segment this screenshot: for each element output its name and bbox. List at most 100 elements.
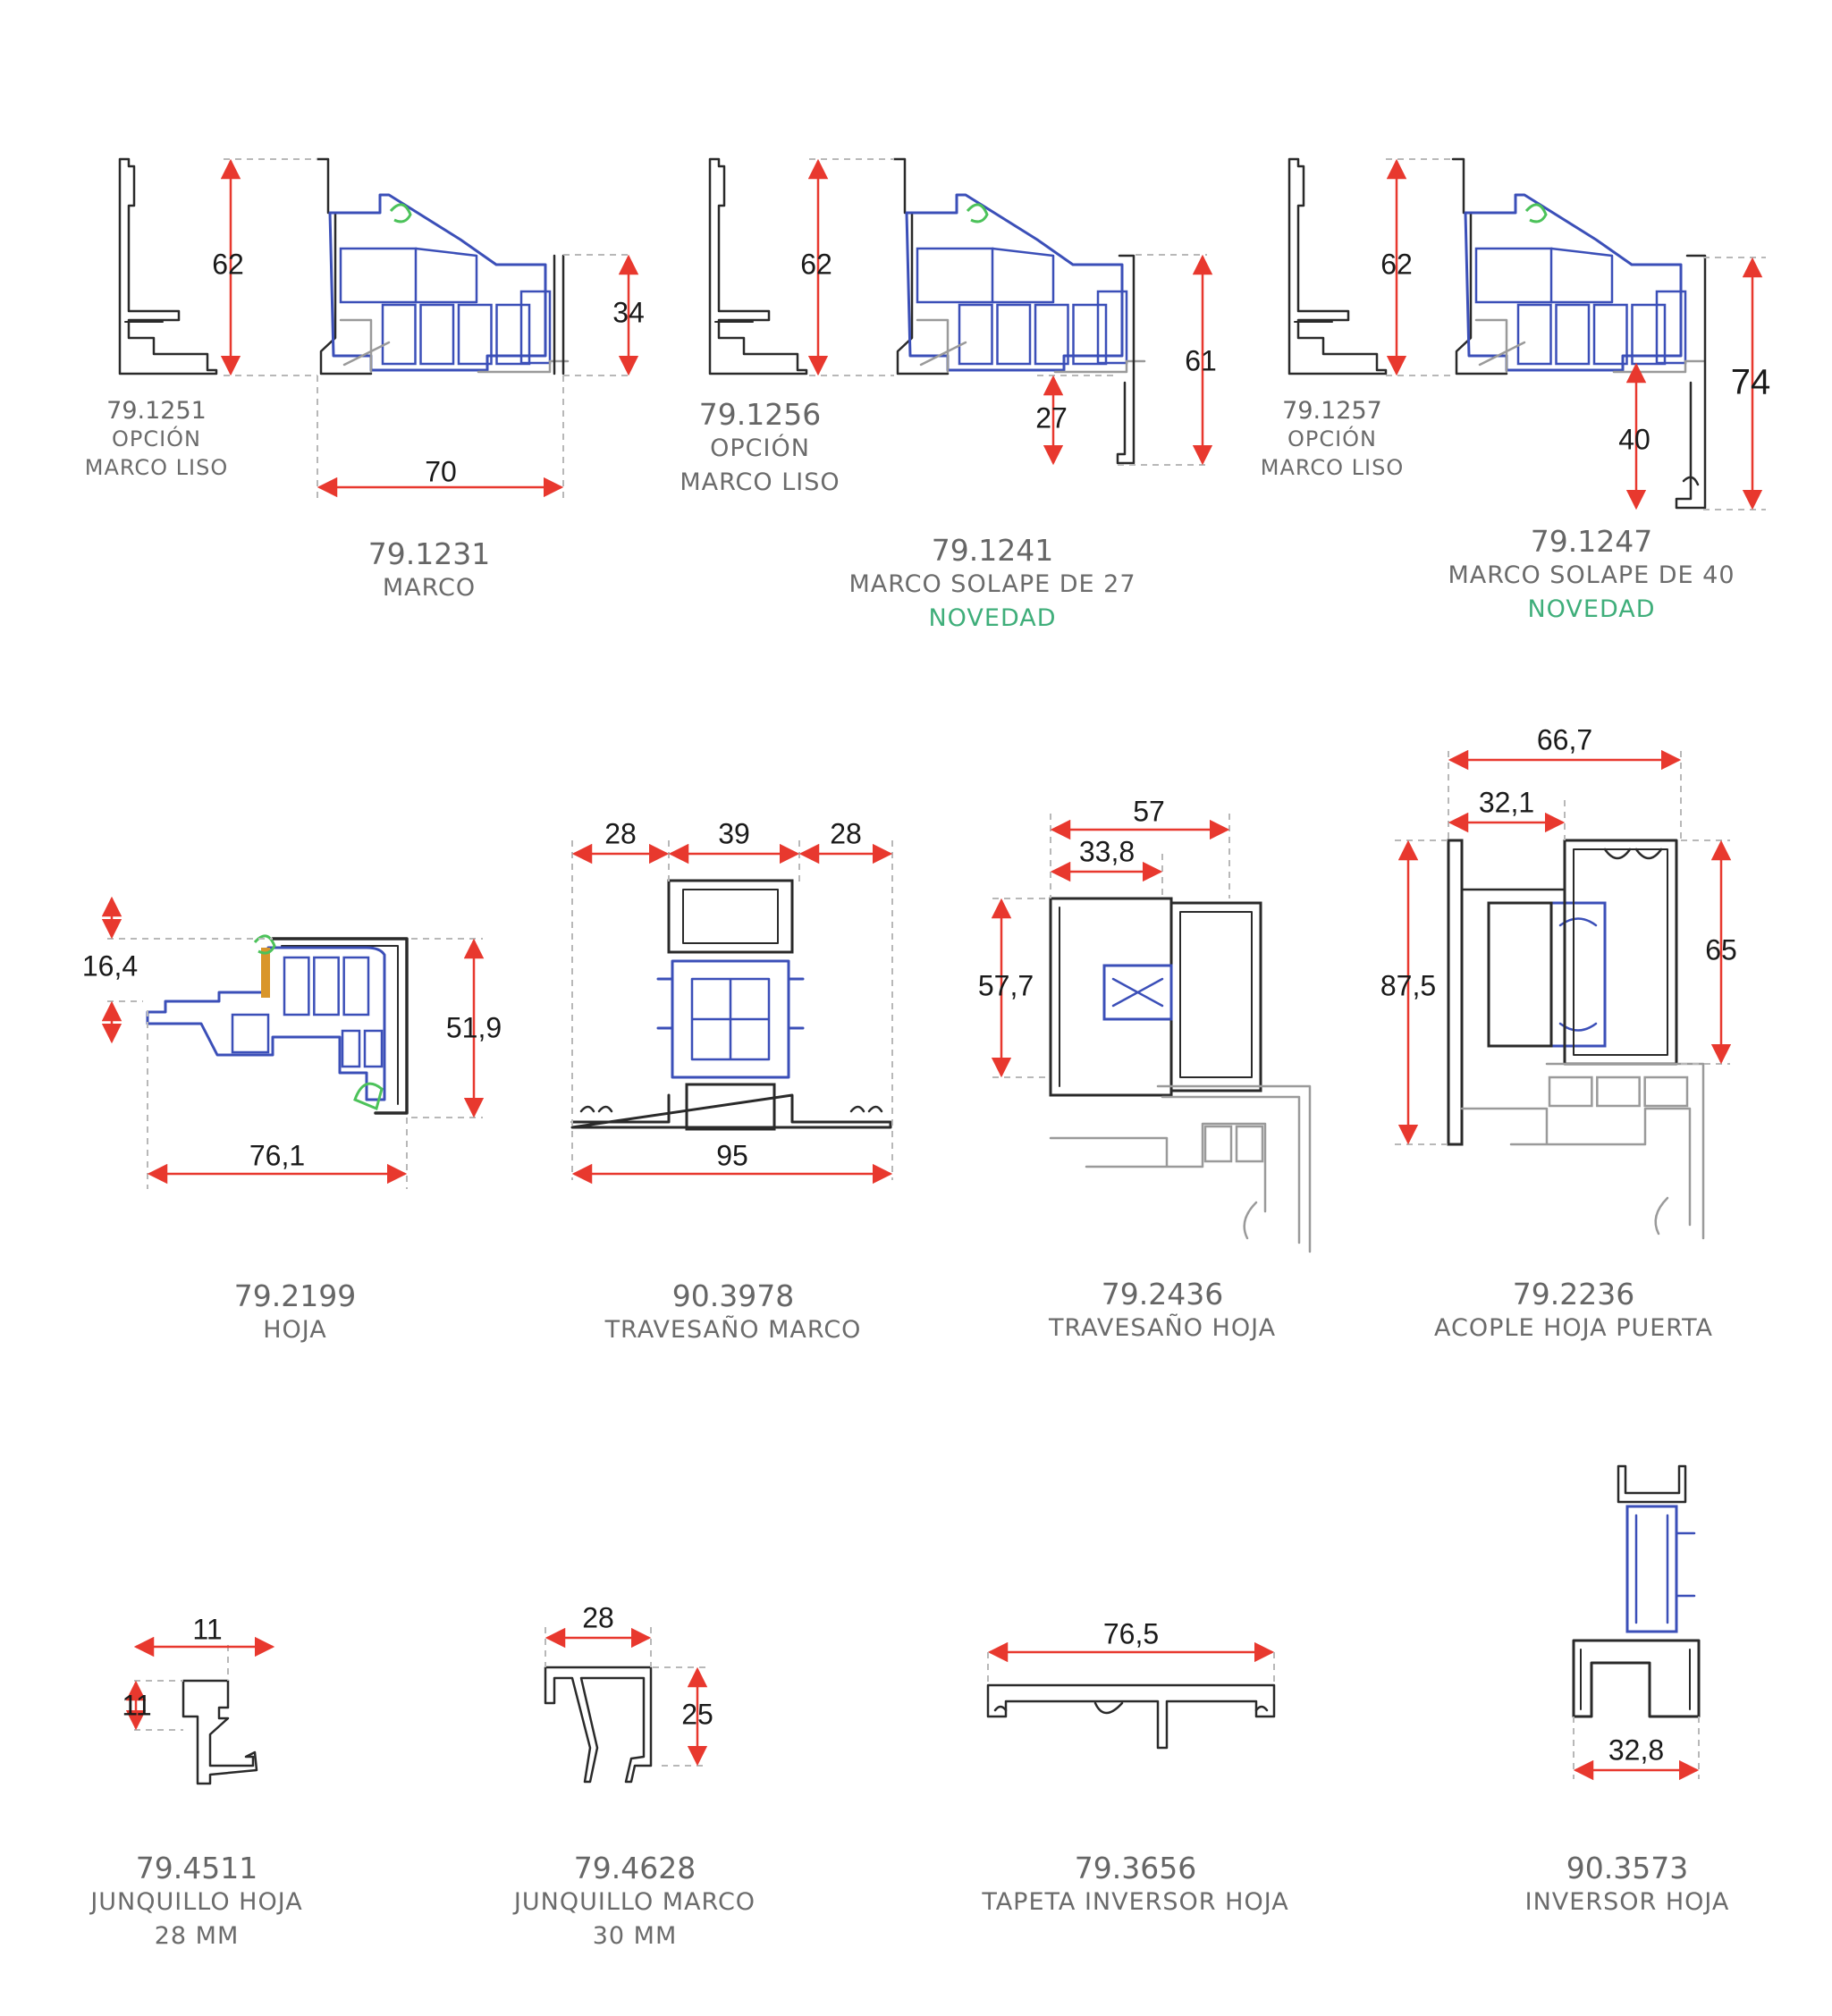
dimension-label: 11 — [122, 1689, 151, 1721]
profile-chamber — [1592, 303, 1628, 366]
profile-line — [1460, 1062, 1705, 1240]
dimension-label: 62 — [1380, 248, 1413, 280]
gasket-icon — [389, 203, 412, 224]
profile-chamber — [1096, 290, 1128, 365]
profile-line — [1451, 157, 1508, 375]
caption-79-1247: 79.1247 MARCO SOLAPE DE 40 NOVEDAD — [1422, 524, 1761, 627]
profile-line — [553, 254, 565, 375]
profile-chamber — [457, 303, 493, 366]
caption-79-2199: 79.2199 HOJA — [179, 1278, 411, 1347]
gasket-icon — [253, 934, 276, 955]
dimension-label: 66,7 — [1537, 723, 1592, 755]
caption-90-3573: 90.3573 INVERSOR HOJA — [1484, 1851, 1770, 1919]
profile-line — [1580, 1649, 1691, 1710]
profile-chamber — [1596, 1075, 1641, 1108]
profile-79-4511 — [182, 1679, 258, 1785]
profile-code: 79.3656 — [1074, 1851, 1197, 1885]
caption-79-1257: 79.1257 OPCIÓN MARCO LISO — [1238, 397, 1426, 482]
profile-code: 79.4511 — [135, 1851, 258, 1885]
profile-line — [1558, 917, 1598, 1032]
gasket-icon — [1524, 203, 1548, 224]
profile-line — [656, 977, 805, 1030]
profile-chamber — [339, 247, 418, 304]
profile-79-1256 — [708, 157, 808, 375]
dimension-label: 62 — [800, 248, 832, 280]
caption-79-2236: 79.2236 ACOPLE HOJA PUERTA — [1404, 1277, 1743, 1345]
profile-chamber — [342, 956, 370, 1016]
profile-chamber — [685, 1083, 776, 1131]
profile-code: 90.3978 — [671, 1278, 795, 1313]
profile-line — [993, 1701, 1269, 1715]
profile-79-1231 — [316, 157, 570, 375]
dimension-label: 57,7 — [978, 969, 1034, 1001]
profile-label: MARCO SOLAPE DE 40 — [1448, 561, 1735, 589]
profile-code: 79.1247 — [1530, 524, 1653, 559]
profile-90-3978 — [570, 879, 892, 1131]
profile-chamber — [1487, 901, 1553, 1048]
profile-line — [1603, 848, 1663, 860]
profile-code: 79.2199 — [233, 1278, 357, 1313]
profile-label: ACOPLE HOJA PUERTA — [1434, 1314, 1713, 1342]
dimension-label: 61 — [1185, 344, 1217, 376]
profile-79-1257 — [1287, 157, 1388, 375]
profile-line — [570, 1093, 892, 1129]
profile-chamber — [313, 956, 340, 1016]
profile-chamber — [1655, 290, 1687, 365]
caption-79-3656: 79.3656 TAPETA INVERSOR HOJA — [957, 1851, 1314, 1919]
dimension-label: 62 — [212, 248, 244, 280]
profile-label: TRAVESAÑO MARCO — [604, 1316, 862, 1344]
caption-79-4511: 79.4511 JUNQUILLO HOJA 28 MM — [54, 1851, 340, 1953]
profile-chamber — [1203, 1125, 1233, 1163]
dimension-label: 27 — [1035, 401, 1068, 434]
profile-chamber — [341, 1029, 361, 1068]
dimension-label: 51,9 — [446, 1011, 502, 1043]
caption-90-3978: 90.3978 TRAVESAÑO MARCO — [581, 1278, 885, 1347]
profile-chamber — [667, 879, 794, 954]
profile-label: OPCIÓN — [710, 434, 810, 462]
profile-line — [1111, 977, 1164, 1008]
profile-code: 79.2236 — [1512, 1277, 1635, 1312]
profile-line — [579, 1105, 883, 1113]
dimension-label: 39 — [718, 817, 750, 849]
profile-79-2236 — [1447, 839, 1705, 1240]
profile-79-1251 — [118, 157, 218, 375]
profile-line — [1243, 1201, 1258, 1240]
profile-line — [544, 1666, 653, 1784]
profile-chamber — [419, 303, 455, 366]
profile-line — [1549, 247, 1614, 304]
profile-chamber — [1034, 303, 1069, 366]
profile-line — [281, 945, 399, 1105]
profile-line — [414, 247, 478, 304]
profile-line — [991, 247, 1055, 304]
profile-chamber — [495, 303, 531, 366]
dimension-label: 11 — [192, 1613, 222, 1645]
profile-line — [1474, 318, 1526, 374]
profile-line — [1634, 1514, 1696, 1624]
profile-line — [1682, 476, 1700, 486]
profile-line — [1053, 359, 1146, 374]
profile-chamber — [1548, 1075, 1593, 1108]
profile-chamber — [1549, 901, 1607, 1048]
profile-line — [271, 937, 409, 1115]
profile-chamber — [1072, 303, 1108, 366]
dimension-label: 76,5 — [1103, 1617, 1159, 1649]
profile-code: 79.2436 — [1101, 1277, 1224, 1312]
profile-label: MARCO LISO — [1260, 455, 1405, 480]
profile-90-3573 — [1572, 1464, 1701, 1718]
profile-label: HOJA — [263, 1316, 327, 1344]
profile-chamber — [381, 303, 417, 366]
dimension-label: 28 — [830, 817, 862, 849]
profile-label: JUNQUILLO MARCO — [513, 1888, 756, 1916]
profile-line — [1049, 1095, 1301, 1244]
profile-label: TAPETA INVERSOR HOJA — [982, 1888, 1289, 1916]
profile-line — [892, 157, 950, 375]
profile-line — [146, 946, 386, 1101]
dimension-label: 25 — [681, 1698, 713, 1730]
caption-79-1231: 79.1231 MARCO — [304, 536, 554, 605]
gasket-icon — [353, 1082, 384, 1111]
profile-line — [182, 1679, 258, 1785]
profile-label: TRAVESAÑO HOJA — [1048, 1314, 1277, 1342]
profile-chamber — [1555, 303, 1591, 366]
dimension-label: 87,5 — [1380, 969, 1436, 1001]
profile-line — [916, 318, 967, 374]
